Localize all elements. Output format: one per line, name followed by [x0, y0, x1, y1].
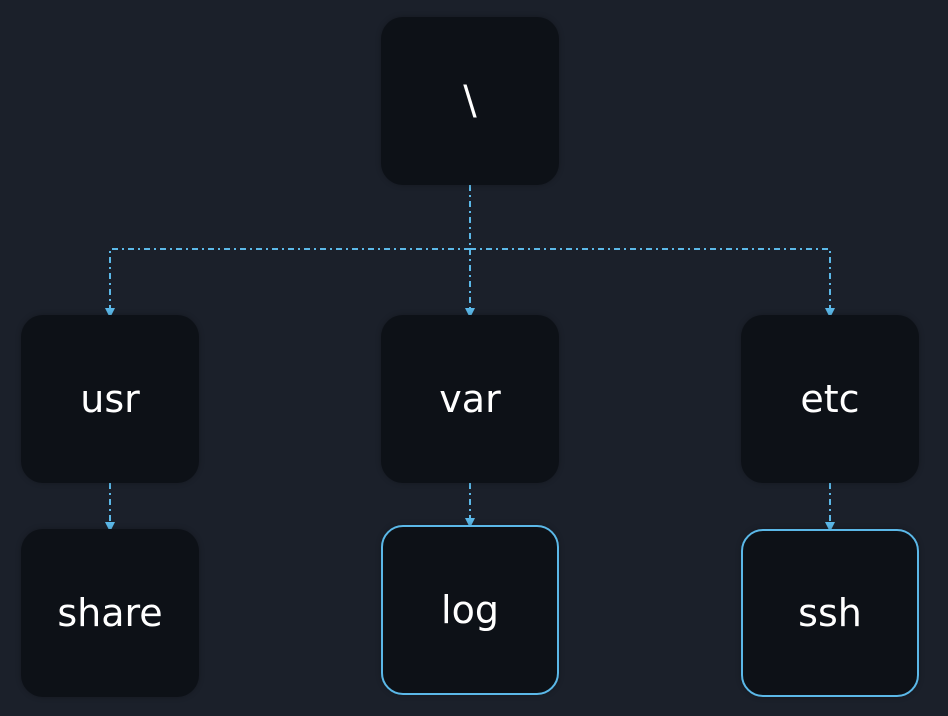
node-usr[interactable]: usr [21, 315, 199, 483]
node-log[interactable]: log [381, 525, 559, 695]
node-log-label: log [441, 588, 499, 632]
node-ssh[interactable]: ssh [741, 529, 919, 697]
edge-root-to-etc [469, 185, 835, 318]
node-share[interactable]: share [21, 529, 199, 697]
node-var-label: var [439, 377, 501, 421]
node-usr-label: usr [80, 377, 140, 421]
node-root-label: \ [463, 78, 477, 124]
node-ssh-label: ssh [798, 591, 862, 635]
edge-root-to-usr [105, 185, 471, 318]
node-etc[interactable]: etc [741, 315, 919, 483]
node-etc-label: etc [800, 377, 860, 421]
node-root[interactable]: \ [381, 17, 559, 185]
node-share-label: share [57, 591, 163, 635]
node-var[interactable]: var [381, 315, 559, 483]
